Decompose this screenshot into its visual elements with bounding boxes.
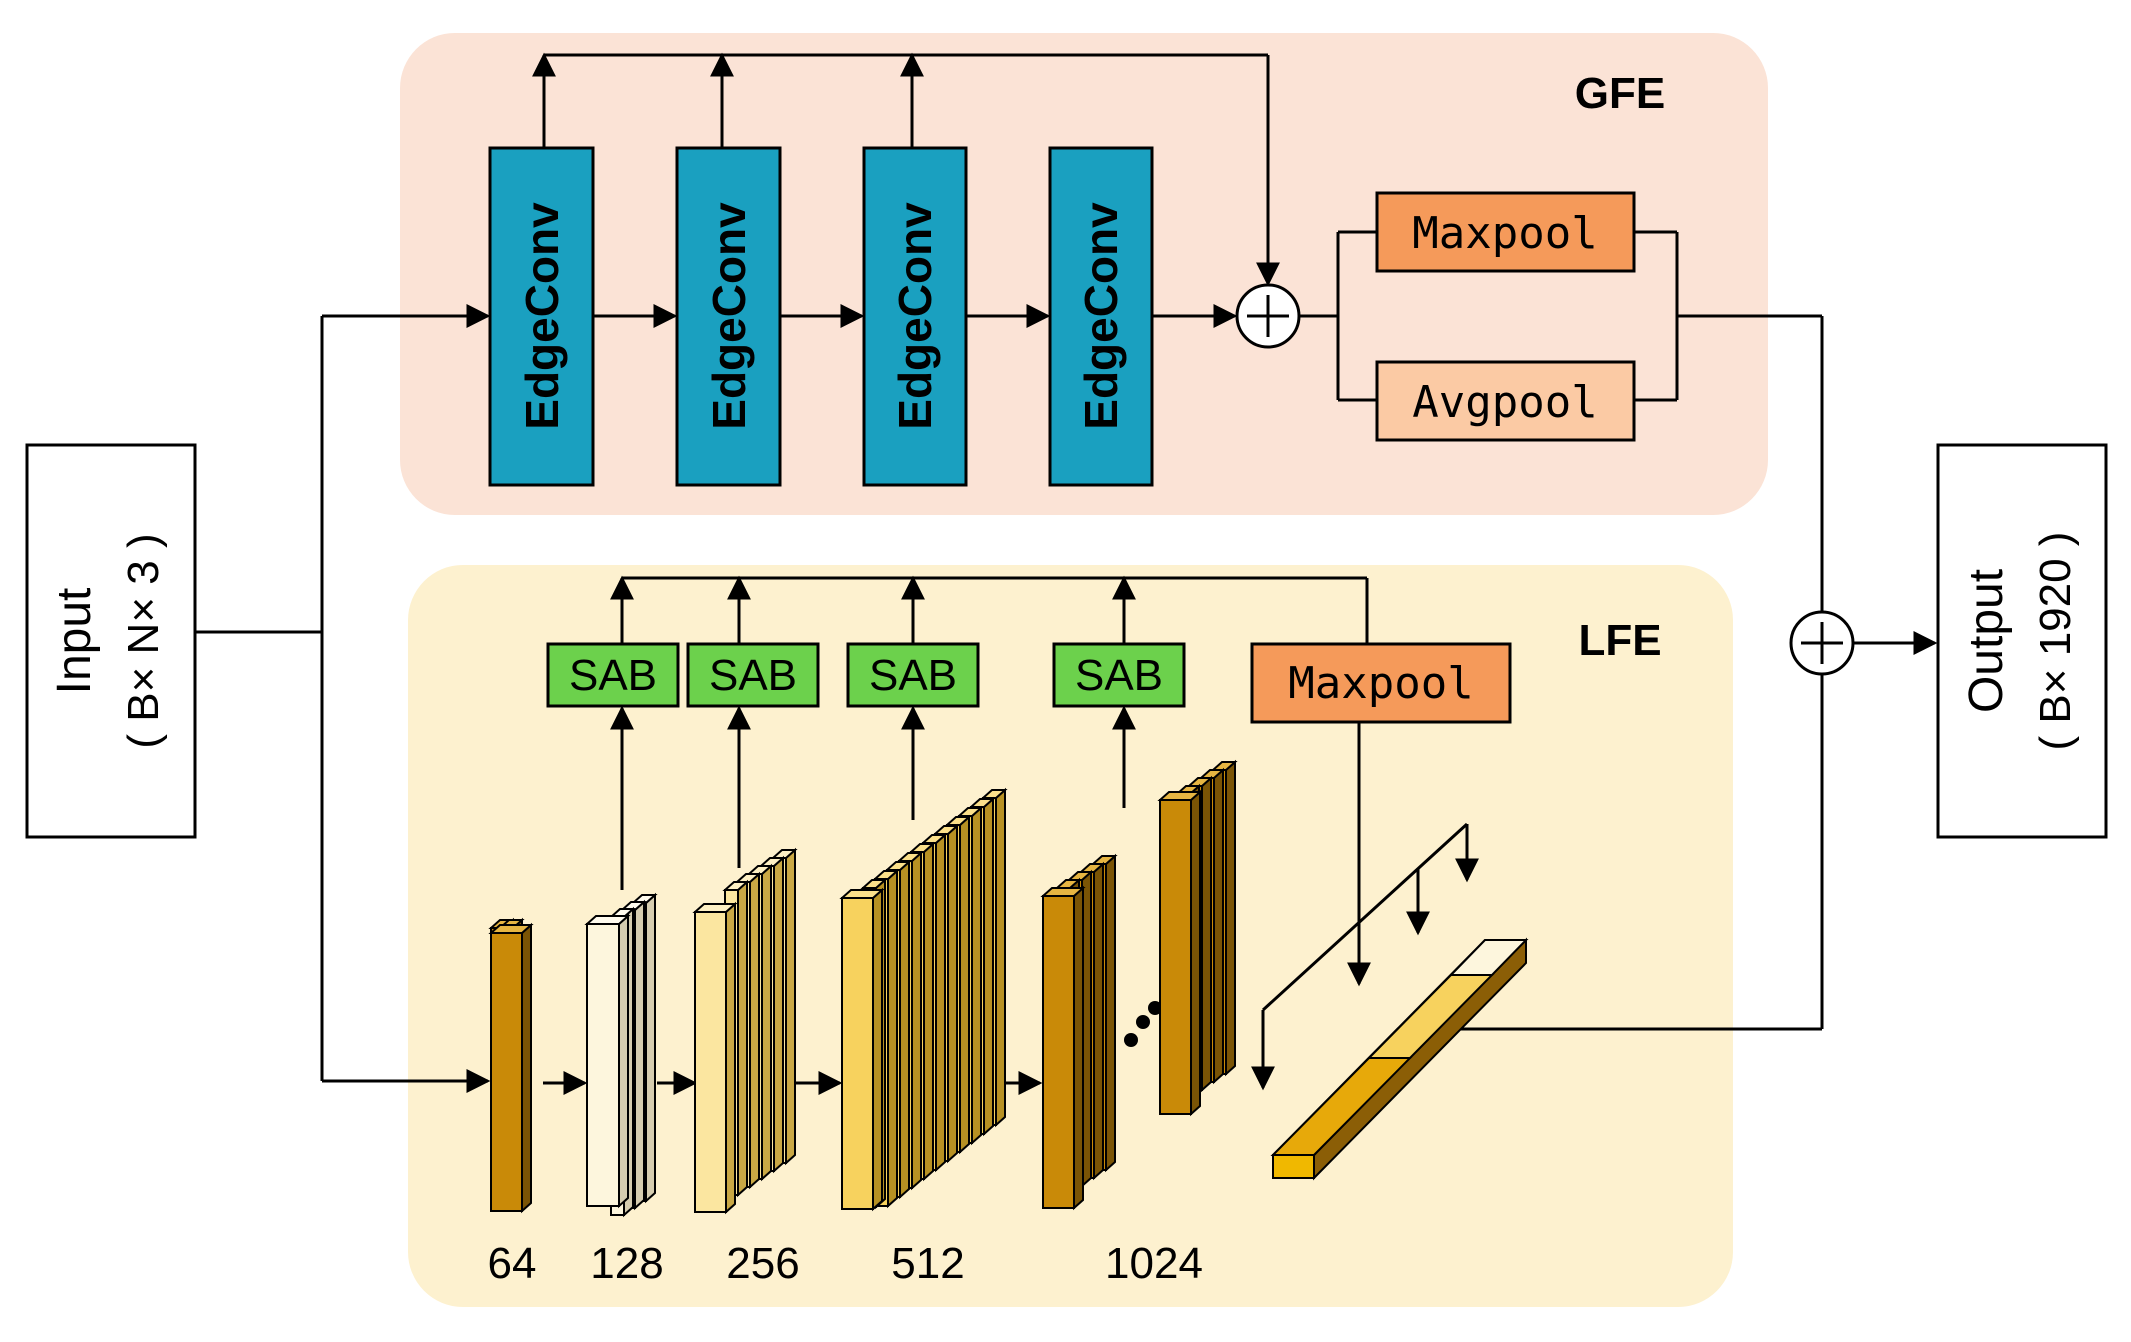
sab-block: SAB: [1052, 642, 1186, 708]
dim-label: 64: [488, 1239, 537, 1288]
input-title: Input: [48, 588, 101, 695]
gfe-avgpool-block: Avgpool: [1375, 360, 1636, 442]
sab-label: SAB: [1075, 651, 1163, 700]
feature-stack-1024-left: [1040, 853, 1118, 1211]
sab-label: SAB: [569, 651, 657, 700]
edgeconv-label: EdgeConv: [889, 202, 941, 430]
lfe-label: LFE: [1578, 616, 1661, 665]
feature-map-bar: [1157, 789, 1203, 1117]
feature-map-bar: [1040, 885, 1086, 1211]
gfe-label: GFE: [1575, 69, 1665, 118]
feature-stack-512: [839, 787, 1008, 1212]
feature-map-bar: [488, 922, 534, 1214]
sab-block: SAB: [546, 642, 680, 708]
feature-stack-128: [584, 892, 658, 1218]
feature-stack-1024-right: [1157, 759, 1238, 1117]
plus-circle-icon: [1789, 610, 1855, 676]
edgeconv-block: EdgeConv: [488, 146, 595, 487]
edgeconv-label: EdgeConv: [703, 202, 755, 430]
gfe-avgpool-label: Avgpool: [1412, 377, 1597, 428]
input-connectors: [195, 304, 491, 1093]
input-dims: ( B× N× 3 ): [119, 533, 168, 748]
sab-label: SAB: [709, 651, 797, 700]
feature-map-bar: [839, 887, 885, 1212]
sab-label: SAB: [869, 651, 957, 700]
feature-stack-64: [488, 917, 534, 1214]
dim-label: 512: [891, 1239, 964, 1288]
pooled-feature-vector: [1270, 937, 1529, 1181]
edgeconv-block: EdgeConv: [862, 146, 968, 487]
lfe-maxpool-block: Maxpool: [1250, 642, 1512, 724]
feature-map-bar: [584, 913, 631, 1209]
lfe-maxpool-label: Maxpool: [1288, 658, 1473, 709]
dim-label: 256: [726, 1239, 799, 1288]
dim-label: 1024: [1105, 1239, 1203, 1288]
edgeconv-block: EdgeConv: [1048, 146, 1154, 487]
ellipsis-icon: [1124, 1001, 1162, 1047]
dim-label: 128: [590, 1239, 663, 1288]
gfe-maxpool-block: Maxpool: [1375, 191, 1636, 273]
edgeconv-block: EdgeConv: [675, 146, 782, 487]
sab-block: SAB: [686, 642, 820, 708]
output-dims: ( B× 1920 ): [2031, 532, 2080, 751]
edgeconv-label: EdgeConv: [516, 202, 568, 430]
sab-block: SAB: [846, 642, 980, 708]
feature-dimension-labels: 64 128 256 512 1024: [488, 1239, 1203, 1288]
lfe-connectors: [610, 575, 1822, 1091]
feature-stack-256: [692, 847, 798, 1215]
gfe-maxpool-label: Maxpool: [1412, 208, 1597, 259]
edgeconv-label: EdgeConv: [1075, 202, 1127, 430]
output-title: Output: [1960, 569, 2013, 713]
output-box: [1936, 443, 2108, 839]
plus-circle-icon: [1235, 283, 1301, 349]
feature-map-bar: [692, 901, 738, 1215]
gfe-connectors: [532, 52, 1938, 1029]
input-box: [25, 443, 197, 839]
